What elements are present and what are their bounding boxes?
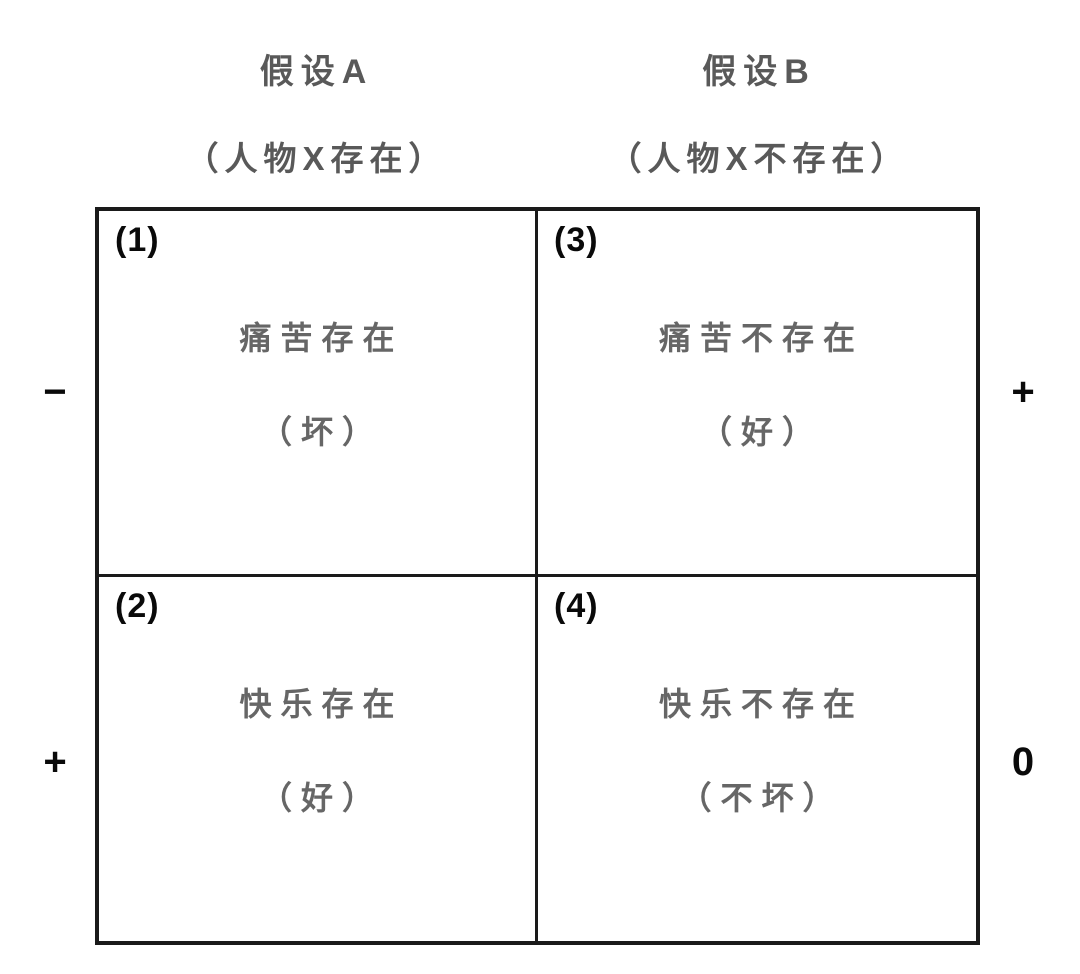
- quadrant-2-pleasure-exists: (2) 快乐存在 （好）: [99, 577, 538, 941]
- quadrant-1-valuation: （坏）: [259, 413, 383, 450]
- quadrant-3-pain-absent: (3) 痛苦不存在 （好）: [538, 211, 976, 577]
- quadrant-3-number: (3): [554, 221, 599, 259]
- quadrant-3-statement: 痛苦不存在: [658, 319, 864, 356]
- hypothesis-b-title: 假设B: [702, 53, 816, 91]
- quadrant-2-statement: 快乐存在: [239, 686, 404, 722]
- quadrant-1-number: (1): [115, 221, 160, 259]
- quadrant-4-pleasure-absent: (4) 快乐不存在 （不坏）: [538, 577, 976, 941]
- quadrant-4-number: (4): [554, 587, 599, 625]
- hypothesis-b-condition: （人物X不存在）: [608, 140, 910, 177]
- quadrant-3-valuation: （好）: [699, 413, 823, 450]
- value-sign-left-top-minus: −: [43, 370, 67, 414]
- hypothesis-a-title: 假设A: [259, 53, 374, 91]
- matrix-grid: (1) 痛苦存在 （坏） (3) 痛苦不存在 （好） (2) 快乐存在 （好） …: [95, 207, 980, 945]
- quadrant-4-statement: 快乐不存在: [658, 686, 864, 722]
- quadrant-1-pain-exists: (1) 痛苦存在 （坏）: [99, 211, 538, 577]
- hypothesis-a-condition: （人物X存在）: [185, 140, 448, 177]
- quadrant-2-number: (2): [115, 587, 160, 625]
- quadrant-4-valuation: （不坏）: [679, 780, 844, 816]
- quadrant-1-statement: 痛苦存在: [239, 319, 404, 356]
- value-sign-right-top-plus: +: [1011, 370, 1035, 414]
- value-sign-left-bottom-plus: +: [43, 740, 67, 784]
- quadrant-2-valuation: （好）: [259, 780, 383, 816]
- column-header-hypothesis-a: 假设A （人物X存在）: [95, 0, 538, 200]
- column-header-hypothesis-b: 假设B （人物X不存在）: [538, 0, 980, 200]
- value-sign-right-bottom-zero: 0: [1011, 740, 1035, 784]
